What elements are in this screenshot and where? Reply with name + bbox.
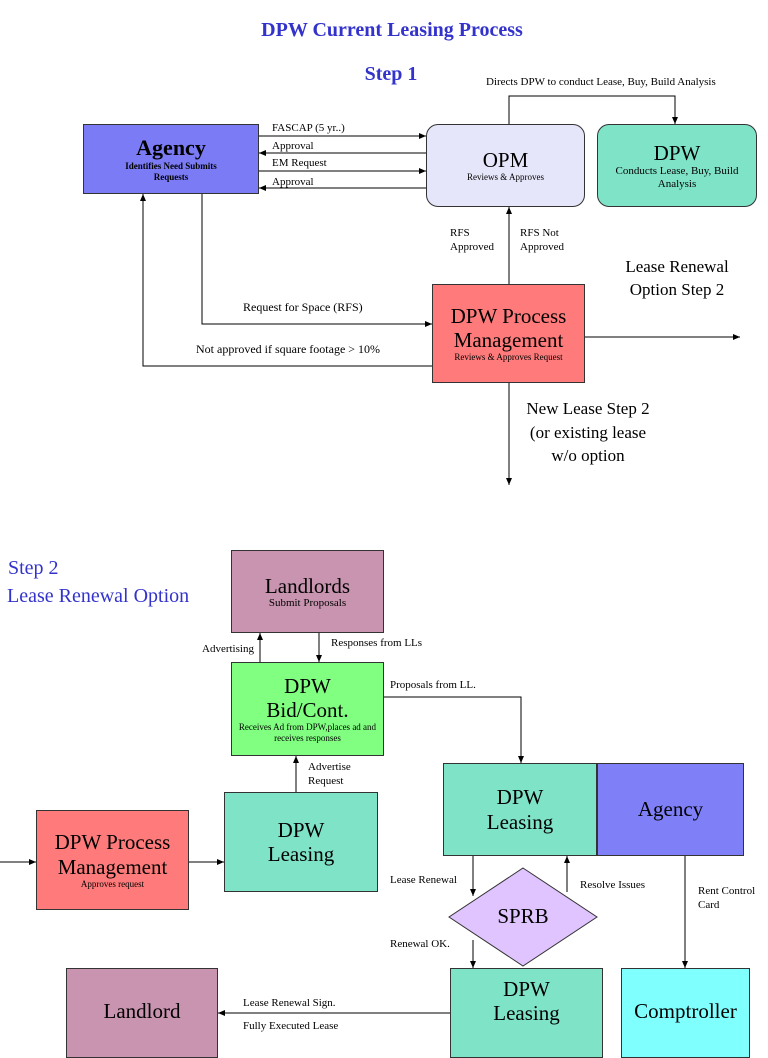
landlord-box: Landlord <box>66 968 218 1058</box>
sprb-label: SPRB <box>497 904 549 928</box>
comptroller-box: Comptroller <box>621 968 750 1058</box>
resolve-issues-label: Resolve Issues <box>580 879 646 891</box>
agency-title: Agency <box>136 135 206 161</box>
rfs-not-approved-label: RFS Not Approved <box>520 227 564 253</box>
process-management-box-2: DPW Process Management Approves request <box>36 810 189 910</box>
dpw-leasing-box-1: DPW Leasing <box>224 792 378 892</box>
responses-label: Responses from LLs <box>331 637 423 649</box>
opm-box: OPM Reviews & Approves <box>426 124 585 207</box>
renewal-option-label: Lease Renewal Option Step 2 <box>625 257 729 299</box>
agency-box-2: Agency <box>597 763 744 856</box>
landlords-title: Landlords <box>264 573 351 598</box>
agency-sub: Identifies Need Submits Requests <box>125 160 217 182</box>
approval-label-1: Approval <box>272 140 314 152</box>
new-lease-label: New Lease Step 2 (or existing lease w/o … <box>526 399 650 465</box>
step2-heading: Step 2 <box>8 557 59 579</box>
rfs-approved-label: RFS Approved <box>450 227 494 253</box>
request-space-label: Request for Space (RFS) <box>243 300 363 314</box>
renewal-ok-label: Renewal OK. <box>390 938 450 950</box>
dpw-sub: Conducts Lease, Buy, Build Analysis <box>615 164 739 190</box>
process-sub: Reviews & Approves Request <box>454 352 563 363</box>
sprb-diamond <box>448 867 598 967</box>
opm-sub: Reviews & Approves <box>467 172 544 183</box>
rent-control-label: Rent Control Card <box>698 885 756 911</box>
renewal-sign-label: Lease Renewal Sign. <box>243 997 336 1009</box>
approval-label-2: Approval <box>272 176 314 188</box>
directs-label: Directs DPW to conduct Lease, Buy, Build… <box>486 76 716 88</box>
dpw-leasing-box-2: DPW Leasing <box>443 763 597 856</box>
fully-executed-label: Fully Executed Lease <box>243 1020 339 1032</box>
landlords-sub: Submit Proposals <box>268 597 347 610</box>
bid-title: DPW Bid/Cont. <box>266 673 349 722</box>
fascap-label: FASCAP (5 yr..) <box>272 122 345 134</box>
dpw-leasing-box-3: DPW Leasing <box>450 968 603 1058</box>
dpw-title: DPW <box>653 140 701 165</box>
not-approved-label: Not approved if square footage > 10% <box>196 342 381 356</box>
page-title: DPW Current Leasing Process <box>261 19 523 41</box>
dpw-box: DPW Conducts Lease, Buy, Build Analysis <box>597 124 757 207</box>
opm-title: OPM <box>482 147 529 172</box>
process2-title: DPW Process Management <box>54 830 171 879</box>
step2-subheading: Lease Renewal Option <box>7 585 190 607</box>
lease-renewal-label: Lease Renewal <box>390 874 457 886</box>
process-title: DPW Process Management <box>450 303 567 352</box>
step1-heading: Step 1 <box>364 63 418 85</box>
em-request-label: EM Request <box>272 157 327 169</box>
bid-sub: Receives Ad from DPW,places ad and recei… <box>238 722 377 744</box>
process2-sub: Approves request <box>80 878 145 889</box>
advertise-request-label: Advertise Request <box>308 761 351 787</box>
process-management-box: DPW Process Management Reviews & Approve… <box>432 284 585 383</box>
proposals-label: Proposals from LL. <box>390 679 476 691</box>
advertising-label: Advertising <box>202 643 254 655</box>
connector-lines <box>0 95 740 1016</box>
bid-cont-box: DPW Bid/Cont. Receives Ad from DPW,place… <box>231 662 384 756</box>
landlords-box: Landlords Submit Proposals <box>231 550 384 633</box>
agency-box: Agency Identifies Need Submits Requests <box>83 124 259 194</box>
